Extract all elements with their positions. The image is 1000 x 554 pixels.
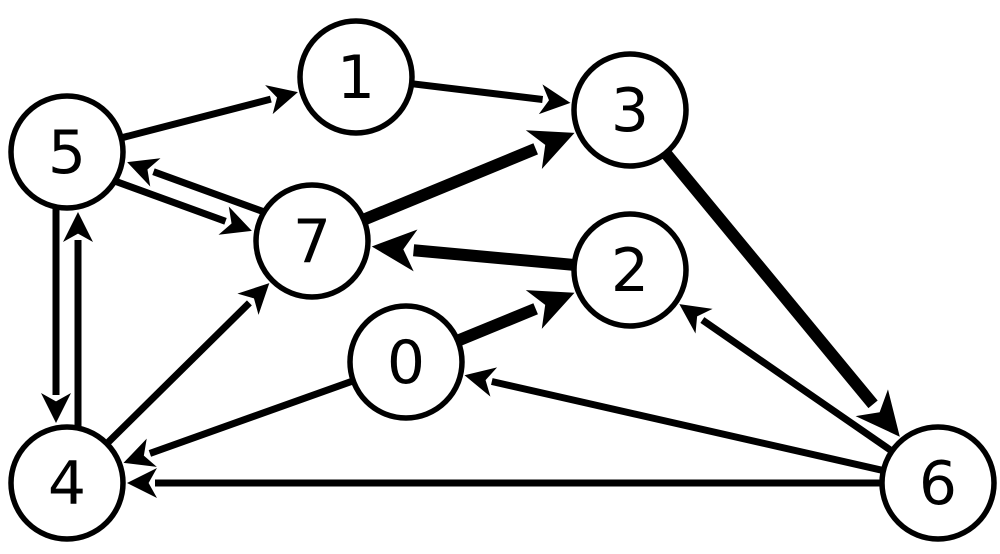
edge-2-to-7 (371, 229, 575, 272)
edge-5-to-1 (120, 85, 298, 142)
edge-5-to-7 (114, 178, 252, 235)
node-3: 3 (571, 51, 689, 169)
node-circle (8, 424, 126, 542)
arrowhead-icon (525, 130, 575, 170)
edge-line (455, 303, 538, 347)
edge-4-to-7 (104, 283, 270, 447)
node-circle (347, 303, 465, 421)
node-4: 4 (8, 424, 126, 542)
node-circle (571, 211, 689, 329)
node-label: 3 (611, 76, 649, 146)
edge-7-to-5 (127, 158, 265, 215)
node-7: 7 (253, 182, 371, 300)
arrowhead-icon (464, 367, 498, 397)
arrowhead-icon (855, 389, 900, 437)
nodes-layer: 0 1 2 3 4 5 6 7 (8, 18, 997, 542)
node-label: 7 (293, 207, 331, 277)
arrowhead-icon (371, 229, 418, 272)
node-label: 4 (48, 449, 86, 519)
node-0: 0 (347, 303, 465, 421)
edge-line (361, 143, 538, 226)
arrowhead-icon (265, 85, 298, 115)
arrowhead-icon (525, 290, 575, 329)
edges-layer (41, 80, 900, 498)
node-label: 2 (611, 236, 649, 306)
edge-6-to-4 (127, 468, 882, 498)
arrowhead-icon (123, 438, 157, 467)
edge-7-to-3 (361, 130, 575, 226)
edge-line (661, 149, 878, 409)
edge-line (148, 377, 355, 457)
edge-line (700, 317, 894, 455)
edge-6-to-0 (464, 367, 885, 474)
node-label: 6 (919, 449, 957, 519)
edge-6-to-2 (679, 304, 894, 455)
edge-line (104, 300, 252, 447)
node-2: 2 (571, 211, 689, 329)
node-circle (297, 18, 415, 136)
edge-line (120, 95, 272, 142)
edge-line (413, 244, 575, 271)
node-5: 5 (8, 93, 126, 211)
edge-4-to-5 (63, 212, 93, 427)
node-circle (8, 93, 126, 211)
edge-0-to-4 (123, 377, 355, 467)
node-6: 6 (879, 424, 997, 542)
arrowhead-icon (679, 304, 713, 334)
node-circle (879, 424, 997, 542)
node-circle (571, 51, 689, 169)
node-1: 1 (297, 18, 415, 136)
edge-line (152, 168, 265, 215)
arrowhead-icon (538, 84, 571, 115)
arrowhead-icon (41, 393, 71, 423)
edge-line (491, 378, 885, 474)
arrowhead-icon (127, 158, 161, 187)
node-circle (253, 182, 371, 300)
edge-line (114, 178, 227, 225)
edge-0-to-2 (455, 290, 575, 347)
arrowhead-icon (127, 468, 157, 498)
edge-line (411, 80, 544, 103)
edge-1-to-3 (411, 80, 571, 115)
arrowhead-icon (218, 206, 252, 235)
node-label: 1 (337, 43, 375, 113)
node-label: 0 (387, 328, 425, 398)
node-label: 5 (48, 118, 86, 188)
arrowhead-icon (237, 283, 270, 315)
edge-3-to-6 (661, 149, 900, 437)
arrowhead-icon (63, 212, 93, 242)
edge-5-to-4 (41, 208, 71, 423)
